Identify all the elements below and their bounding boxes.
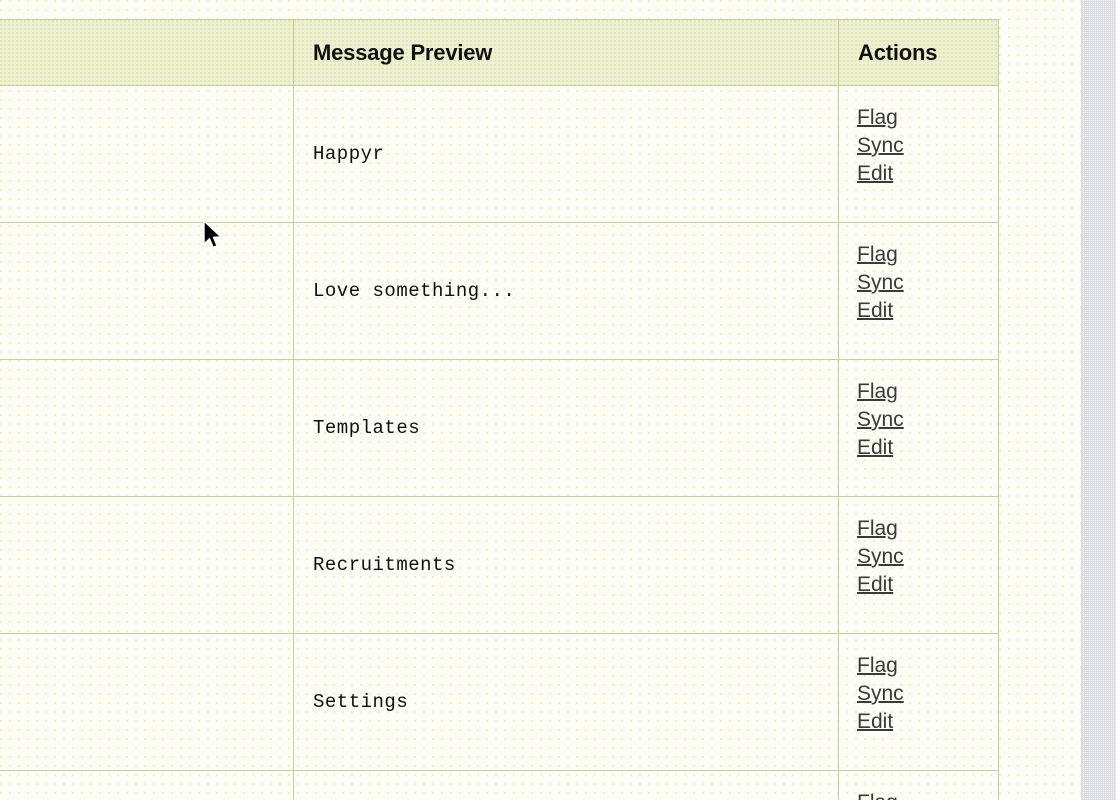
sync-link[interactable]: Sync [857,408,904,431]
table-row[interactable]: Templates Flag Sync Edit [0,359,999,497]
message-preview-cell: Love something... [293,222,839,360]
flag-link[interactable]: Flag [857,654,898,677]
column-header-message-preview[interactable]: Message Preview [293,19,839,86]
row-select-cell[interactable] [0,85,294,223]
column-header-actions-label: Actions [858,39,938,65]
table-row[interactable]: Profile Flag Sync Edit [0,770,999,800]
flag-link[interactable]: Flag [857,789,898,800]
message-preview-cell: Happyr [293,85,839,223]
flag-link[interactable]: Flag [857,380,898,403]
message-preview-cell: Templates [293,359,839,497]
row-actions-cell: Flag Sync Edit [838,85,999,223]
flag-link[interactable]: Flag [857,517,898,540]
row-actions-cell: Flag Sync Edit [838,770,999,800]
edit-link[interactable]: Edit [857,299,894,322]
message-table: Message Preview Actions Happyr Flag Sync… [0,19,999,800]
column-header-actions[interactable]: Actions [838,19,999,86]
row-select-cell[interactable] [0,633,294,771]
edit-link[interactable]: Edit [857,573,894,596]
flag-link[interactable]: Flag [857,106,898,129]
message-preview-cell: Profile [293,770,839,800]
table-row[interactable]: Settings Flag Sync Edit [0,633,999,771]
column-header-message-preview-label: Message Preview [313,39,493,65]
edit-link[interactable]: Edit [857,162,894,185]
table-header: Message Preview Actions [0,19,999,86]
table-row[interactable]: Happyr Flag Sync Edit [0,85,999,223]
row-actions-cell: Flag Sync Edit [838,359,999,497]
message-preview-cell: Settings [293,633,839,771]
row-actions-cell: Flag Sync Edit [838,222,999,360]
page-viewport: Message Preview Actions Happyr Flag Sync… [0,19,999,800]
table-row[interactable]: Recruitments Flag Sync Edit [0,496,999,634]
sync-link[interactable]: Sync [857,134,904,157]
row-select-cell[interactable] [0,496,294,634]
row-select-cell[interactable] [0,222,294,360]
column-header-select[interactable] [0,19,294,86]
sync-link[interactable]: Sync [857,271,904,294]
table-row[interactable]: Love something... Flag Sync Edit [0,222,999,360]
edit-link[interactable]: Edit [857,710,894,733]
message-preview-cell: Recruitments [293,496,839,634]
row-actions-cell: Flag Sync Edit [838,496,999,634]
row-select-cell[interactable] [0,359,294,497]
table-header-row: Message Preview Actions [0,19,999,86]
row-select-cell[interactable] [0,770,294,800]
table-body: Happyr Flag Sync Edit Love something... … [0,85,999,800]
sync-link[interactable]: Sync [857,682,904,705]
edit-link[interactable]: Edit [857,436,894,459]
vertical-scrollbar[interactable] [1081,0,1116,800]
row-actions-cell: Flag Sync Edit [838,633,999,771]
flag-link[interactable]: Flag [857,243,898,266]
sync-link[interactable]: Sync [857,545,904,568]
